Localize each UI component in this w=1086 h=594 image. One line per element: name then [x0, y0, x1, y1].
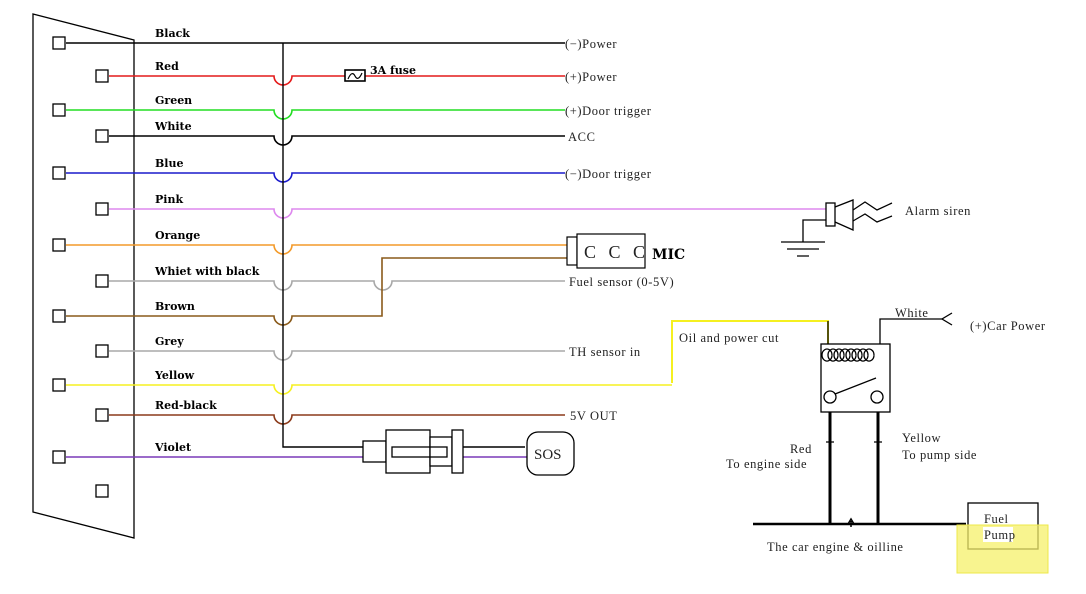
fuel-pump-label-1: Fuel: [984, 512, 1009, 526]
wire-pink: Pink: [95, 193, 827, 219]
wire-line: [109, 414, 565, 425]
siren-label: Alarm siren: [905, 204, 971, 218]
relay-white-label: White: [895, 306, 929, 320]
red-side-label: To engine side: [726, 457, 807, 471]
wire-line: [109, 75, 565, 86]
sos-button: [526, 431, 575, 476]
yellow-side-label: To pump side: [902, 448, 977, 462]
wire-grey: Grey TH sensor in: [95, 335, 641, 361]
wire-destination-label: (−)Power: [565, 37, 617, 51]
wire-destination-label: 5V OUT: [570, 409, 617, 423]
wire-label: Grey: [155, 335, 184, 348]
connector-pin: [95, 129, 109, 143]
wire-line: [66, 257, 567, 326]
wire-label: Red-black: [155, 399, 217, 412]
wire-label: Pink: [155, 193, 183, 206]
microphone-icon: [566, 233, 646, 269]
wire-destination-label: TH sensor in: [569, 345, 641, 359]
fuse-label: 3A fuse: [370, 64, 416, 77]
wire-destination-label: (+)Door trigger: [565, 104, 652, 118]
wire-label: Violet: [154, 441, 192, 454]
connector-body: [32, 13, 135, 539]
wire-line: [66, 384, 672, 395]
wire-line: [109, 208, 827, 219]
wire-line: [109, 350, 565, 361]
wire-orange: Orange: [52, 229, 567, 255]
wire-label: White: [154, 120, 192, 133]
wire-red: Red (+)Power: [95, 60, 617, 86]
red-side-color-label: Red: [790, 442, 812, 456]
sos-connector-icon: [362, 429, 464, 474]
fuel-pump-label-bg: [983, 527, 1013, 542]
wire-label: Blue: [155, 157, 183, 170]
wire-label: Red: [155, 60, 179, 73]
wire-line: [66, 244, 567, 255]
wire-destination-label: (−)Door trigger: [565, 167, 652, 181]
wire-label: Black: [155, 27, 190, 40]
wire-destination-label: (+)Power: [565, 70, 617, 84]
wire-green: Green (+)Door trigger: [52, 94, 652, 120]
wire-black: Black (−)Power: [52, 27, 617, 51]
wire-destination-label: Fuel sensor (0-5V): [569, 275, 674, 289]
connector-pin: [52, 309, 66, 323]
wire-label: Brown: [155, 300, 195, 313]
fuel-pump-label-2: Pump: [984, 528, 1016, 542]
wire-line: [66, 172, 565, 183]
connector-pin: [52, 378, 66, 392]
connector-pin: [52, 36, 66, 50]
wire-label: Green: [155, 94, 192, 107]
relay-input-label: Oil and power cut: [679, 331, 779, 345]
wire-line: [109, 135, 565, 146]
yellow-side-color-label: Yellow: [902, 431, 941, 445]
wire-line: [66, 109, 565, 120]
wire-violet: Violet: [52, 441, 527, 464]
connector-pin: [52, 103, 66, 117]
connector-pin: [95, 202, 109, 216]
connector-pin-unused: [95, 484, 109, 498]
connector-pin: [52, 166, 66, 180]
wire-label: Orange: [155, 229, 200, 242]
connector-pin: [52, 238, 66, 252]
wire-red-black: Red-black 5V OUT: [95, 399, 617, 425]
alarm-siren-icon: [781, 199, 893, 257]
fuse-icon: [344, 69, 366, 82]
engine-line-label: The car engine & oilline: [767, 540, 904, 554]
connector-pin: [95, 274, 109, 288]
sos-label: SOS: [534, 447, 562, 463]
connector-pin: [52, 450, 66, 464]
wire-label: Yellow: [154, 369, 195, 382]
wire-blue: Blue (−)Door trigger: [52, 157, 652, 183]
wire-destination-label: ACC: [568, 130, 596, 144]
wire-line: [109, 280, 565, 291]
relay-icon: [671, 312, 966, 527]
wire-yellow: Yellow: [52, 369, 672, 395]
mic-label: MIC: [652, 247, 685, 263]
car-power-label: (+)Car Power: [970, 319, 1046, 333]
connector-pin: [95, 408, 109, 422]
connector-pin: [95, 69, 109, 83]
wire-brown: Brown: [52, 257, 567, 326]
wire-label: Whiet with black: [154, 265, 260, 278]
mic-glyphs: C C C: [584, 242, 649, 262]
connector-pin: [95, 344, 109, 358]
